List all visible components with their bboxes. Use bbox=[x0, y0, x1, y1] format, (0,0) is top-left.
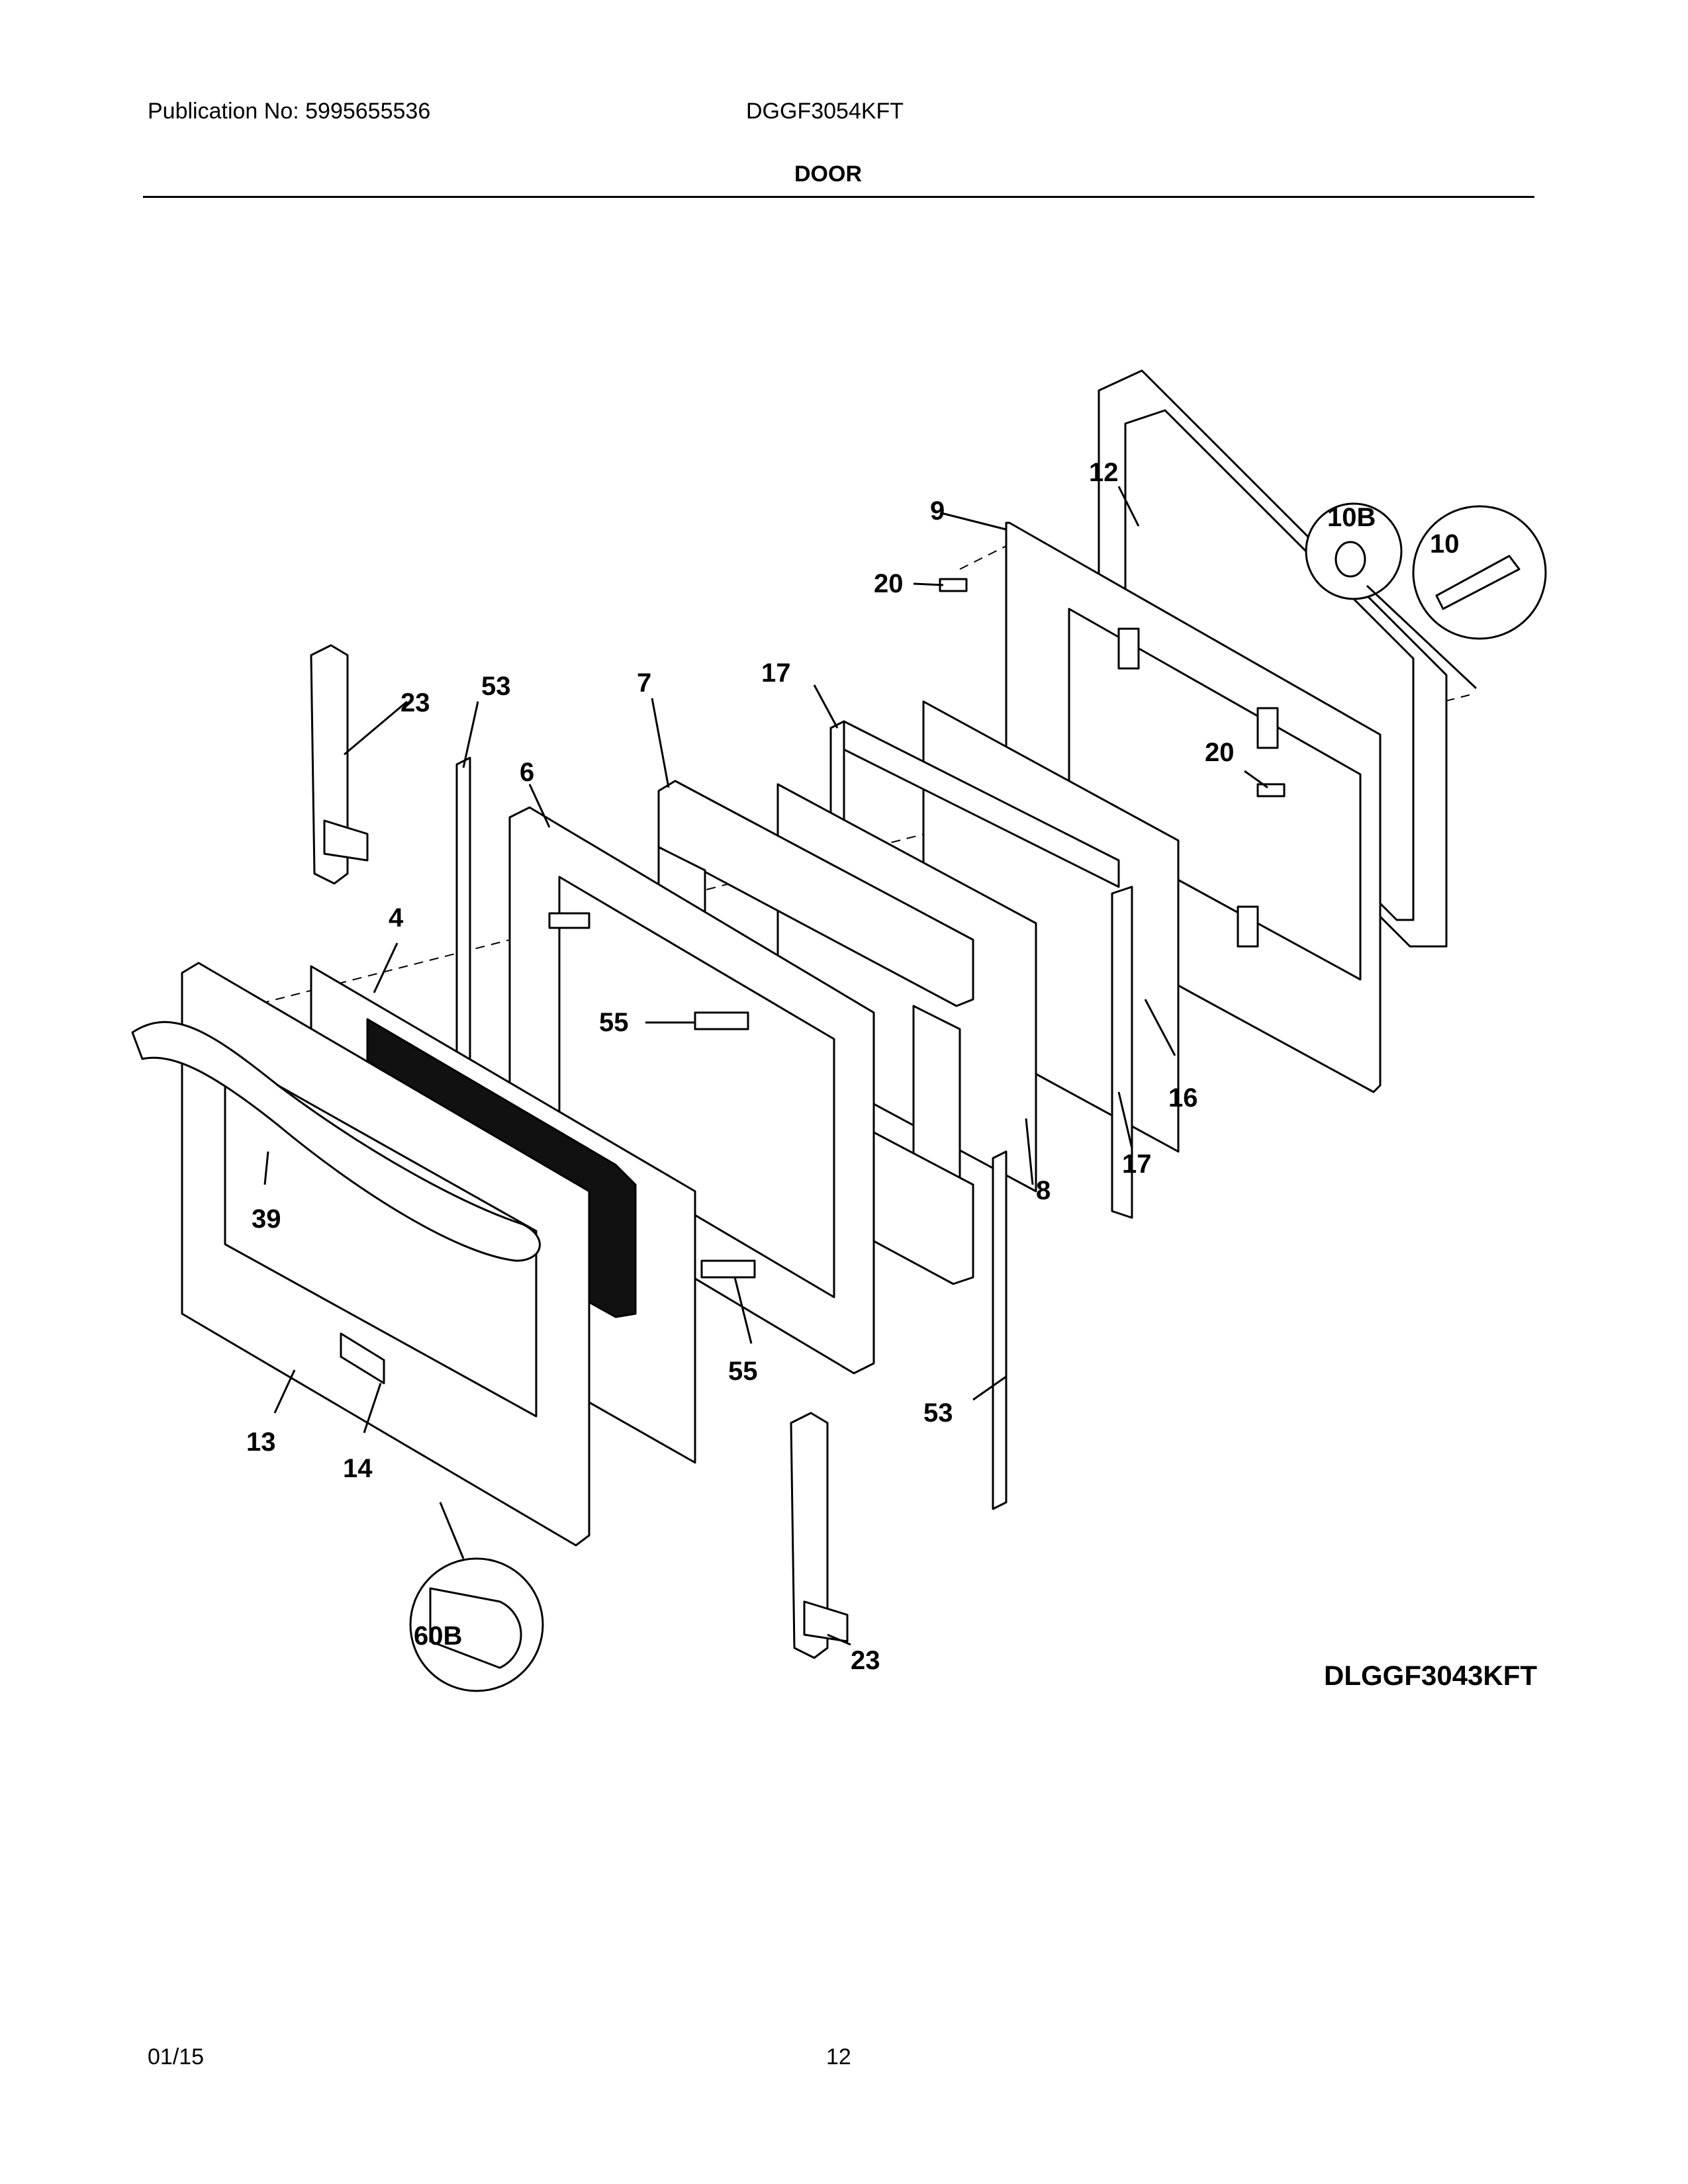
callout-9: 9 bbox=[930, 496, 945, 525]
diagram-reference-code: DLGGF3043KFT bbox=[1324, 1660, 1538, 1691]
part-20-clip-upper bbox=[939, 578, 968, 592]
part-55-hinge-receiver-upper bbox=[694, 1011, 749, 1030]
callout-13: 13 bbox=[246, 1428, 276, 1457]
callout-17-top: 17 bbox=[761, 659, 791, 688]
publication-number: Publication No: 5995655536 bbox=[148, 99, 431, 124]
model-number: DGGF3054KFT bbox=[746, 99, 904, 124]
callout-20-lower: 20 bbox=[1205, 738, 1235, 767]
callout-20-upper: 20 bbox=[874, 569, 904, 598]
callout-60b: 60B bbox=[414, 1621, 462, 1651]
publication-date: 01/15 bbox=[148, 2044, 205, 2070]
part-23-hinge-upper bbox=[310, 644, 369, 885]
part-53-side-trim-left bbox=[455, 756, 471, 1067]
callout-6: 6 bbox=[520, 758, 534, 787]
part-53-side-trim-right bbox=[992, 1150, 1008, 1510]
part-23-hinge-lower bbox=[790, 1412, 849, 1659]
part-55-hinge-receiver-frame bbox=[548, 912, 590, 929]
callout-10b: 10B bbox=[1327, 503, 1376, 532]
part-39-door-handle bbox=[131, 1021, 541, 1262]
callout-39: 39 bbox=[252, 1205, 281, 1234]
callout-17-bottom: 17 bbox=[1122, 1150, 1152, 1179]
header-divider bbox=[143, 196, 1534, 198]
callout-23-bottom: 23 bbox=[851, 1646, 880, 1675]
callout-12: 12 bbox=[1089, 458, 1119, 487]
callout-16: 16 bbox=[1168, 1083, 1198, 1113]
callout-7: 7 bbox=[637, 668, 651, 698]
callout-55-lower: 55 bbox=[728, 1357, 758, 1386]
callout-14: 14 bbox=[343, 1454, 373, 1483]
callout-55-upper: 55 bbox=[599, 1008, 629, 1037]
callout-23-top: 23 bbox=[400, 688, 430, 717]
part-60b-screw bbox=[429, 1587, 522, 1669]
part-10b-washer bbox=[1335, 541, 1366, 578]
callout-53-top: 53 bbox=[481, 672, 511, 701]
part-55-hinge-receiver-lower bbox=[700, 1259, 756, 1279]
section-title: DOOR bbox=[794, 161, 862, 187]
callout-53-bottom: 53 bbox=[923, 1398, 953, 1428]
callout-10: 10 bbox=[1430, 529, 1460, 559]
part-10-screw bbox=[1435, 555, 1521, 610]
callout-4: 4 bbox=[389, 903, 404, 933]
part-20-clip-lower bbox=[1256, 783, 1286, 797]
assembly-axis-upper bbox=[959, 542, 1013, 570]
callout-8: 8 bbox=[1036, 1176, 1051, 1205]
page-number: 12 bbox=[826, 2044, 851, 2070]
